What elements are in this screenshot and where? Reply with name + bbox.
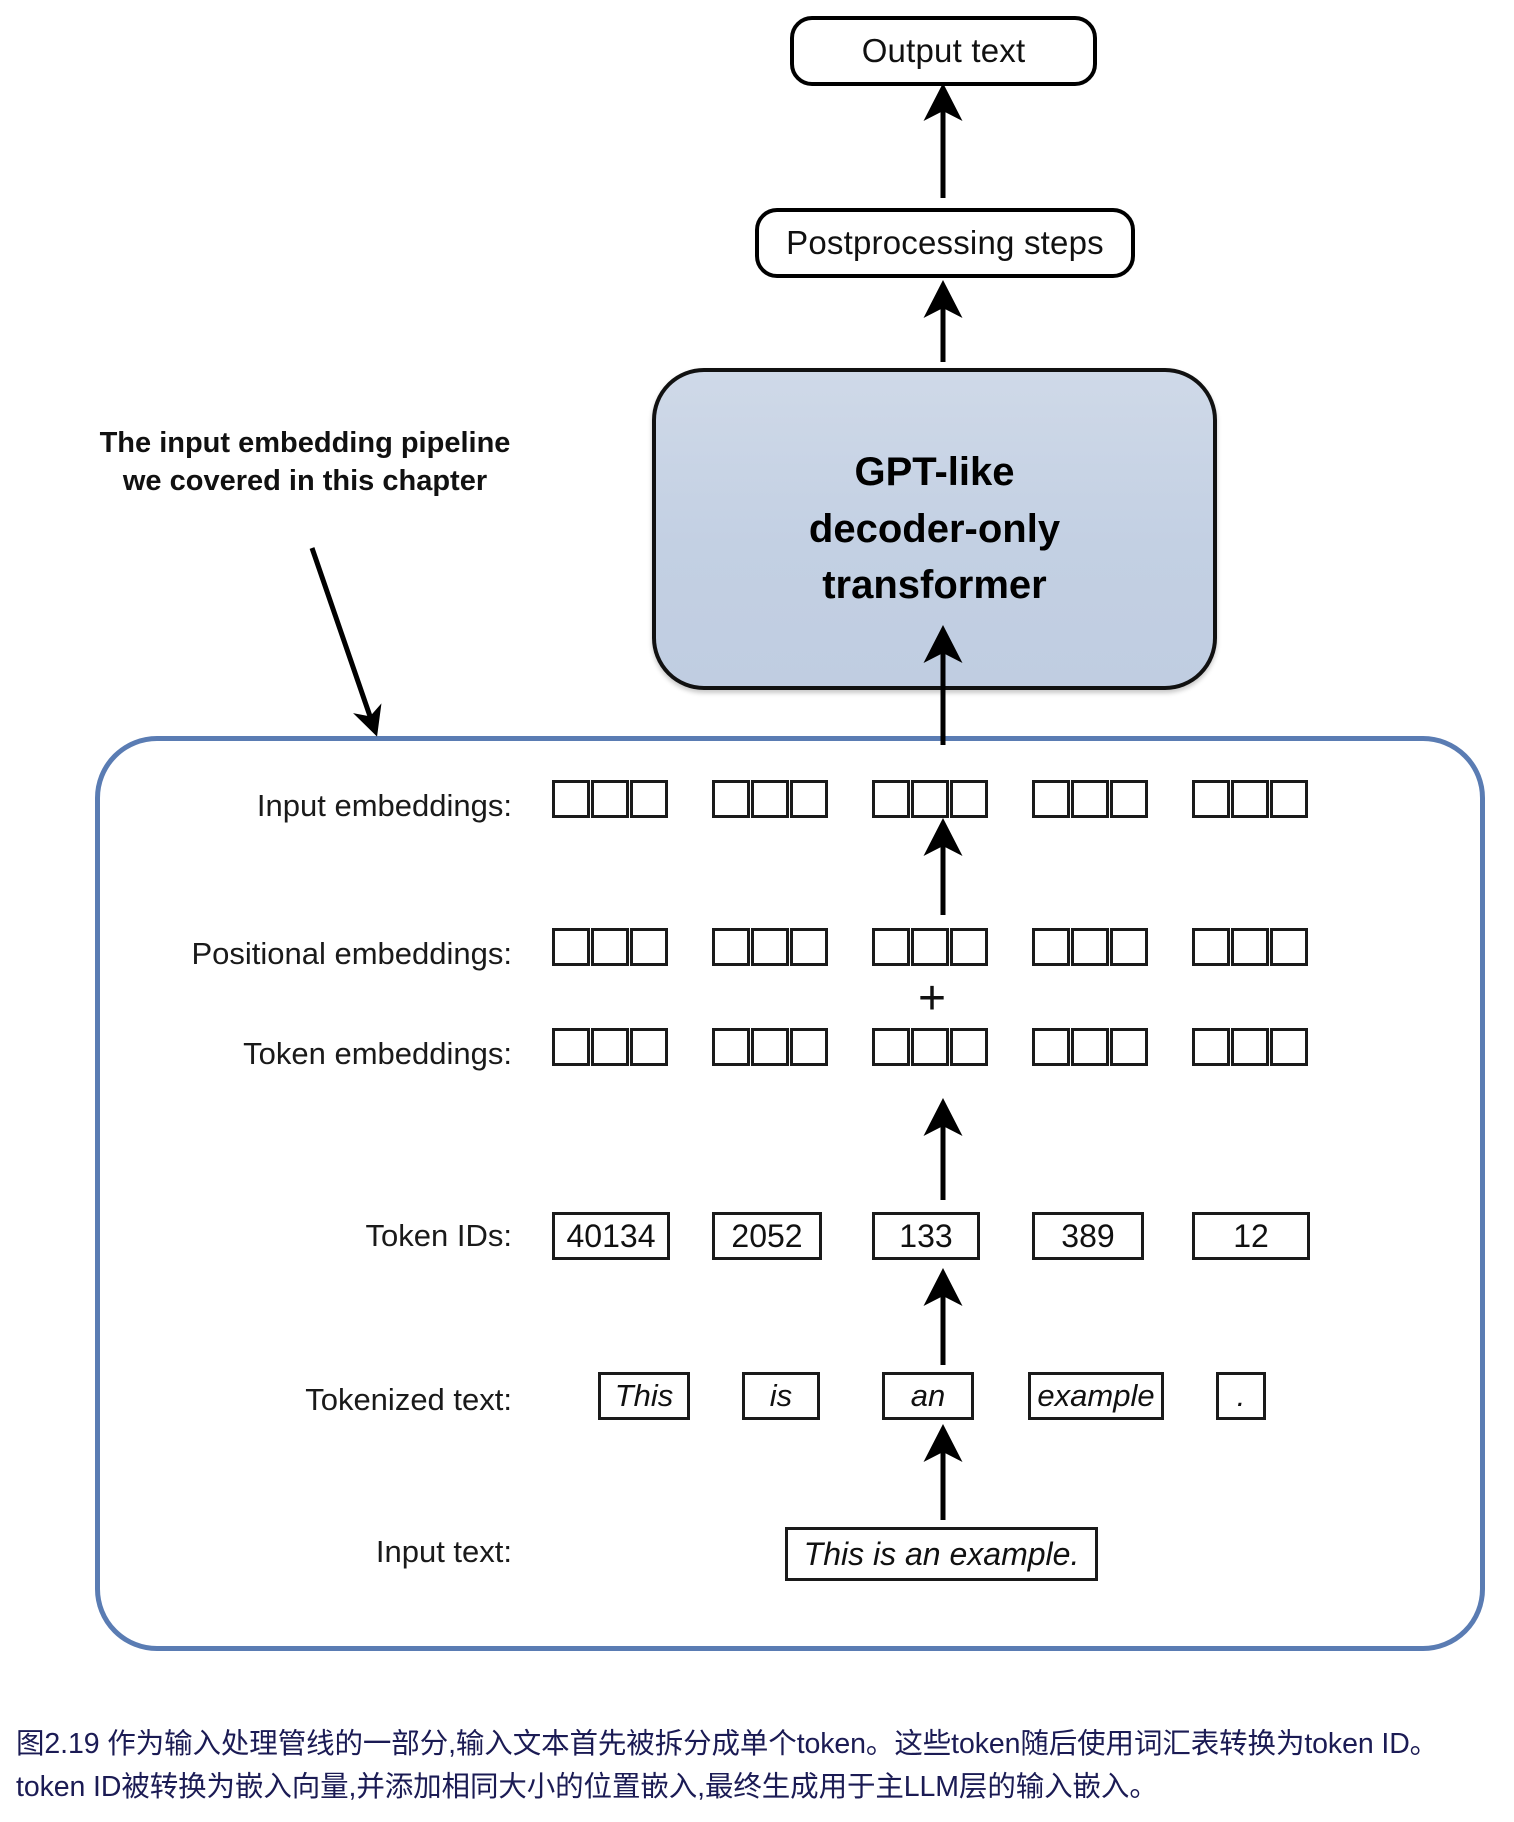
embedding-cell	[872, 780, 910, 818]
embedding-cell	[591, 780, 629, 818]
token-box: This	[598, 1372, 690, 1420]
embedding-cell	[790, 1028, 828, 1066]
embedding-cell	[1071, 780, 1109, 818]
embedding-cell	[1110, 1028, 1148, 1066]
annotation-line2: we covered in this chapter	[122, 465, 488, 498]
figure-caption: 图2.19 作为输入处理管线的一部分,输入文本首先被拆分成单个token。这些t…	[16, 1728, 1439, 1804]
annotation-callout: The input embedding pipeline we covered …	[90, 424, 520, 501]
row-label-token-ids: Token IDs:	[365, 1218, 512, 1253]
embedding-cell	[751, 780, 789, 818]
embedding-cell	[1270, 928, 1308, 966]
embedding-cell	[591, 928, 629, 966]
embedding-cell	[751, 1028, 789, 1066]
row-label-input-embeddings: Input embeddings:	[256, 788, 512, 823]
embedding-cell	[751, 928, 789, 966]
embedding-cell	[1270, 780, 1308, 818]
row-label-input-text: Input text:	[375, 1534, 512, 1569]
token-box: example	[1028, 1372, 1164, 1420]
embedding-cell	[1192, 780, 1230, 818]
embedding-group-positional-embeddings	[1192, 928, 1308, 966]
embedding-group-positional-embeddings	[552, 928, 668, 966]
embedding-cell	[1231, 780, 1269, 818]
embedding-cell	[790, 928, 828, 966]
embedding-group-input-embeddings	[552, 780, 668, 818]
embedding-cell	[872, 928, 910, 966]
embedding-cell	[1231, 928, 1269, 966]
embedding-group-input-embeddings	[1192, 780, 1308, 818]
embedding-group-positional-embeddings	[712, 928, 828, 966]
row-label-tokenized-text: Tokenized text:	[305, 1382, 512, 1417]
embedding-cell	[630, 928, 668, 966]
embedding-cell	[1110, 780, 1148, 818]
embedding-group-input-embeddings	[1032, 780, 1148, 818]
embedding-group-positional-embeddings	[872, 928, 988, 966]
embedding-cell	[1032, 1028, 1070, 1066]
embedding-group-token-embeddings	[552, 1028, 668, 1066]
token-box: is	[742, 1372, 820, 1420]
token-id-box: 40134	[552, 1212, 670, 1260]
token-box: .	[1216, 1372, 1266, 1420]
embedding-cell	[911, 928, 949, 966]
embedding-cell	[950, 1028, 988, 1066]
output-text-box: Output text	[790, 16, 1097, 86]
arrow-annotation-leader	[309, 547, 382, 737]
annotation-line1: The input embedding pipeline	[99, 427, 511, 459]
input-text-box: This is an example.	[785, 1527, 1098, 1581]
token-id-box: 389	[1032, 1212, 1144, 1260]
embedding-cell	[630, 780, 668, 818]
embedding-group-input-embeddings	[712, 780, 828, 818]
input-embedding-pipeline-box	[95, 736, 1485, 1651]
embedding-cell	[712, 1028, 750, 1066]
embedding-cell	[712, 780, 750, 818]
embedding-cell	[950, 780, 988, 818]
embedding-group-positional-embeddings	[1032, 928, 1148, 966]
embedding-group-input-embeddings	[872, 780, 988, 818]
embedding-cell	[552, 780, 590, 818]
gpt-transformer-box: GPT-like decoder-only transformer	[652, 368, 1217, 690]
transformer-label-line3: transformer	[822, 563, 1047, 608]
embedding-cell	[1032, 780, 1070, 818]
row-label-positional-embeddings: Positional embeddings:	[191, 936, 512, 971]
token-id-box: 133	[872, 1212, 980, 1260]
token-id-box: 12	[1192, 1212, 1310, 1260]
embedding-group-token-embeddings	[872, 1028, 988, 1066]
embedding-cell	[872, 1028, 910, 1066]
token-box: an	[882, 1372, 974, 1420]
embedding-cell	[1071, 928, 1109, 966]
embedding-cell	[1110, 928, 1148, 966]
embedding-cell	[1071, 1028, 1109, 1066]
embedding-cell	[1032, 928, 1070, 966]
embedding-group-token-embeddings	[1032, 1028, 1148, 1066]
embedding-cell	[591, 1028, 629, 1066]
embedding-cell	[712, 928, 750, 966]
row-label-token-embeddings: Token embeddings:	[243, 1036, 512, 1071]
plus-operator: +	[918, 972, 947, 1025]
embedding-cell	[790, 780, 828, 818]
embedding-cell	[911, 1028, 949, 1066]
postprocessing-steps-box: Postprocessing steps	[755, 208, 1135, 278]
embedding-cell	[1231, 1028, 1269, 1066]
embedding-group-token-embeddings	[1192, 1028, 1308, 1066]
transformer-label: GPT-like decoder-only transformer	[809, 444, 1060, 614]
embedding-cell	[552, 1028, 590, 1066]
embedding-group-token-embeddings	[712, 1028, 828, 1066]
embedding-cell	[1270, 1028, 1308, 1066]
token-id-box: 2052	[712, 1212, 822, 1260]
embedding-cell	[552, 928, 590, 966]
embedding-cell	[950, 928, 988, 966]
transformer-label-line2: decoder-only	[808, 506, 1061, 551]
embedding-cell	[1192, 1028, 1230, 1066]
embedding-cell	[630, 1028, 668, 1066]
transformer-label-line1: GPT-like	[854, 449, 1015, 494]
embedding-cell	[911, 780, 949, 818]
embedding-cell	[1192, 928, 1230, 966]
